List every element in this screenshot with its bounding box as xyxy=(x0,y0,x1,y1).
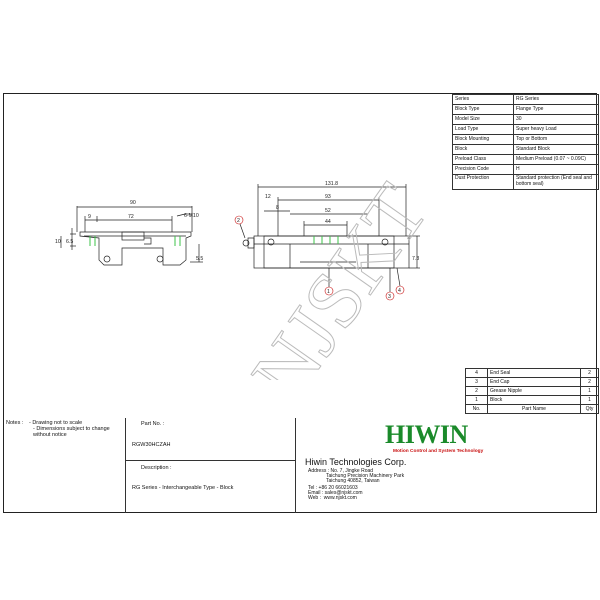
description-label: Description : xyxy=(141,465,172,471)
drawing-frame xyxy=(3,93,597,513)
front-view xyxy=(60,206,203,266)
part-qty: 2 xyxy=(580,368,599,378)
spec-key: Block xyxy=(452,144,514,155)
side-view xyxy=(239,184,420,292)
hiwin-logo: HIWIN xyxy=(385,420,468,449)
part-name: End Cap xyxy=(487,377,581,387)
part-no-value: RGW30HCZAH xyxy=(132,442,171,448)
notes-line-2: - Dimensions subject to change xyxy=(33,426,110,432)
dim-front-width: 90 xyxy=(130,200,136,206)
part-name: Grease Nipple xyxy=(487,386,581,396)
spec-value: RG Series xyxy=(513,94,599,105)
parts-header: No. Part Name Qty xyxy=(465,404,599,414)
dim-side-h: 7.3 xyxy=(412,256,419,262)
dim-side-body: 93 xyxy=(325,194,331,200)
dim-side-a: 12 xyxy=(265,194,271,200)
spec-key: Block Mounting xyxy=(452,134,514,145)
part-name: Block xyxy=(487,395,581,405)
part-no: 1 xyxy=(465,395,488,405)
callout-2: 2 xyxy=(237,218,240,224)
company-cell: HIWIN Motion Control and System Technolo… xyxy=(296,418,597,513)
part-info-cell: Part No. : RGW30HCZAH Description : RG S… xyxy=(126,418,296,513)
dim-front-left: 9 xyxy=(88,214,91,220)
spec-value: Super heavy Load xyxy=(513,124,599,135)
callout-4: 4 xyxy=(398,288,401,294)
dim-side-length: 131.8 xyxy=(325,181,338,187)
front-view-accents xyxy=(89,236,181,246)
dim-front-inner: 72 xyxy=(128,214,134,220)
address-line-2: Taichung Precision Machinery Park xyxy=(326,473,405,479)
spec-value: Medium Preload (0.07 ~ 0.09C) xyxy=(513,154,599,165)
spec-key: Precision Code xyxy=(452,164,514,175)
spec-key: Series xyxy=(452,94,514,105)
notes-cell: Notes : - Drawing not to scale - Dimensi… xyxy=(3,418,126,513)
company-name: Hiwin Technologies Corp. xyxy=(305,457,407,467)
spec-key: Preload Class xyxy=(452,154,514,165)
part-no: 4 xyxy=(465,368,488,378)
notes-line-3: without notice xyxy=(33,432,67,438)
spec-key: Dust Protection xyxy=(452,174,514,190)
spec-value: Top or Bottom xyxy=(513,134,599,145)
dim-side-inner: 44 xyxy=(325,219,331,225)
company-web: Web : www.njskt.com xyxy=(308,495,357,501)
spec-value: H xyxy=(513,164,599,175)
spec-value: Standard protection (End seal and bottom… xyxy=(513,174,599,190)
divider xyxy=(126,460,296,461)
spec-value: Flange Type xyxy=(513,104,599,115)
side-view-accents xyxy=(313,236,339,244)
part-qty: 2 xyxy=(580,377,599,387)
dim-front-hole: 6-M10 xyxy=(184,213,199,219)
part-no-label: Part No. : xyxy=(141,421,165,427)
dim-side-b: 8 xyxy=(276,205,279,211)
address-line-1: Address : No. 7, Jingke Road xyxy=(308,468,374,474)
notes-title: Notes : xyxy=(6,420,24,426)
dim-front-h1: 10 xyxy=(55,239,61,245)
title-block: Notes : - Drawing not to scale - Dimensi… xyxy=(3,418,597,513)
part-qty: 1 xyxy=(580,386,599,396)
part-qty: 1 xyxy=(580,395,599,405)
address-line-3: Taichung 40852, Taiwan xyxy=(326,478,380,484)
dim-front-h2: 6.5 xyxy=(66,239,73,245)
callout-3: 3 xyxy=(388,294,391,300)
callout-1: 1 xyxy=(327,289,330,295)
spec-key: Block Type xyxy=(452,104,514,115)
company-tagline: Motion Control and System Technology xyxy=(393,449,484,454)
callouts xyxy=(234,215,405,301)
part-no: 3 xyxy=(465,377,488,387)
dim-side-mid: 52 xyxy=(325,208,331,214)
dim-front-h3: 5.5 xyxy=(196,256,203,262)
parts-header-no: No. xyxy=(465,404,488,414)
description-value: RG Series - Interchangeable Type - Block xyxy=(132,485,234,491)
parts-header-name: Part Name xyxy=(487,404,581,414)
spec-value: 30 xyxy=(513,114,599,125)
spec-key: Model Size xyxy=(452,114,514,125)
parts-header-qty: Qty xyxy=(580,404,599,414)
part-no: 2 xyxy=(465,386,488,396)
company-tel: Tel : +86 20 66021603 xyxy=(308,485,358,491)
notes-line-1: - Drawing not to scale xyxy=(28,420,83,426)
spec-key: Load Type xyxy=(452,124,514,135)
spec-value: Standard Block xyxy=(513,144,599,155)
company-email: Email : sales@njskt.com xyxy=(308,490,363,496)
part-name: End Seal xyxy=(487,368,581,378)
